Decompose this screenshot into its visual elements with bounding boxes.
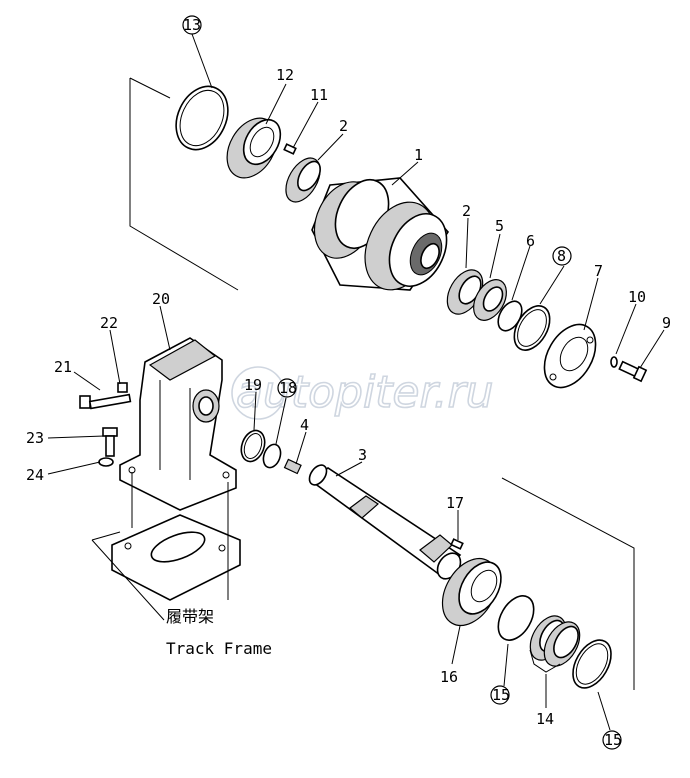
watermark-text: autopiter.ru	[236, 367, 494, 418]
callout-18-circle	[277, 378, 297, 398]
callout-21: 21	[54, 358, 72, 376]
callout-16: 16	[440, 668, 458, 686]
callout-20: 20	[152, 290, 170, 308]
part-16-seal-housing	[441, 557, 502, 627]
callout-11: 11	[310, 86, 328, 104]
callout-17: 17	[446, 494, 464, 512]
part-15-o-ring-right	[572, 639, 612, 689]
upper-group-bracket	[129, 78, 239, 291]
callout-1: 1	[414, 146, 423, 164]
callout-13-circle	[182, 15, 202, 35]
callout-7: 7	[594, 262, 603, 280]
callout-15-right: 15	[604, 731, 622, 749]
callout-10: 10	[628, 288, 646, 306]
part-8-o-ring	[513, 305, 551, 351]
part-13-o-ring	[175, 85, 229, 151]
part-14-seal-set	[529, 615, 581, 667]
part-15-o-ring-left	[497, 595, 535, 641]
part-19-o-ring	[240, 429, 266, 463]
part-2-bushing-upper	[285, 157, 321, 203]
part-18-o-ring	[262, 443, 282, 469]
part-3-shaft	[308, 464, 462, 580]
lower-group-bracket	[501, 477, 635, 690]
track-frame-label-cn: 履带架	[166, 607, 214, 626]
callout-12: 12	[276, 66, 294, 84]
part-4-plug	[283, 458, 302, 475]
callout-14: 14	[536, 710, 554, 728]
part-14-bracket	[529, 649, 561, 673]
callout-24: 24	[26, 466, 44, 484]
part-21-bolt	[79, 393, 132, 410]
track-frame-plate	[111, 514, 241, 601]
callout-8-circle	[552, 246, 572, 266]
leader-lines	[47, 33, 665, 731]
callout-9: 9	[662, 314, 671, 332]
upper-bracket-top	[129, 77, 171, 99]
part-24-washer	[98, 457, 114, 467]
callout-2-upper: 2	[339, 117, 348, 135]
callout-4: 4	[300, 416, 309, 434]
callout-22: 22	[100, 314, 118, 332]
callout-2-right: 2	[462, 202, 471, 220]
part-10-washer	[610, 356, 618, 368]
callout-19: 19	[244, 376, 262, 394]
part-11-pin	[283, 143, 297, 155]
callout-8: 8	[557, 247, 566, 265]
part-7-cover	[543, 323, 597, 389]
watermark: autopiter.ru	[231, 366, 494, 420]
frame-pointer	[91, 539, 165, 621]
callout-3: 3	[358, 446, 367, 464]
callout-6: 6	[526, 232, 535, 250]
part-17-pin	[450, 538, 464, 550]
frame-pointer-tick	[91, 531, 121, 541]
part-20-bracket	[119, 337, 237, 511]
callout-15-left: 15	[492, 686, 510, 704]
callout-15-right-circle	[602, 730, 622, 750]
callout-13: 13	[183, 16, 201, 34]
part-5-thrust-ring	[473, 279, 507, 321]
callout-23: 23	[26, 429, 44, 447]
part-22-washer	[117, 382, 128, 393]
callout-labels: 13 12 11 2 1 2 5 6 8 7 10 9 20 22 21 23 …	[26, 15, 671, 750]
part-1-roller	[311, 177, 450, 291]
callout-15-left-circle	[490, 685, 510, 705]
callout-5: 5	[495, 217, 504, 235]
callout-18: 18	[279, 379, 297, 397]
part-23-bolt	[102, 427, 118, 457]
part-9-bolt	[618, 360, 648, 383]
part-12-floating-seal	[226, 117, 282, 179]
track-frame-label-en: Track Frame	[166, 639, 272, 658]
